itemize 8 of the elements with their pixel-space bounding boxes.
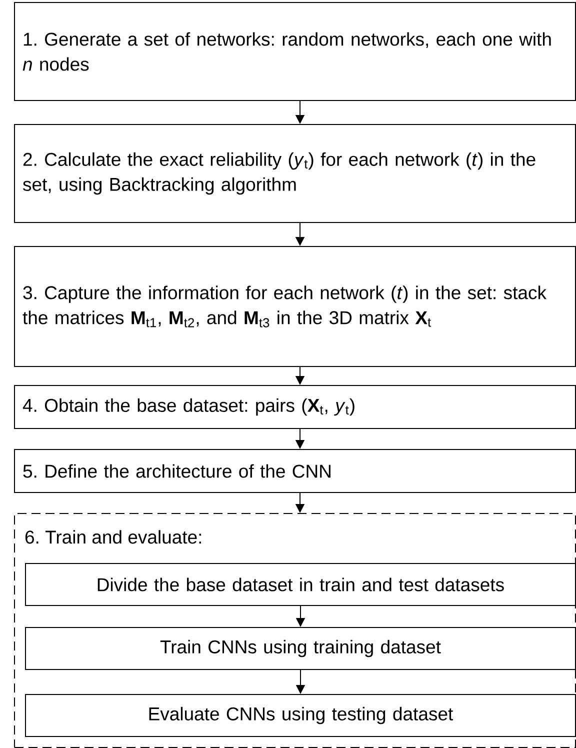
step-box: 4. Obtain the base dataset: pairs (X$_{t}$, y$_{t}$) [14, 385, 576, 429]
step-box: 3. Capture the information for each network (t) in the set: stack the matrices M$_{t1}$, M$_{t2}$, and M$_{t3}$ in the 3D matrix X$_{t}$ [14, 246, 576, 367]
substep-box: Divide the base dataset in train and test datasets [25, 563, 576, 606]
substep-box: Train CNNs using training dataset [25, 627, 576, 670]
step-box: 2. Calculate the exact reliability (y$_{t}$) for each network (t) in the set, using Backtracking algorithm [14, 124, 576, 223]
step-box: 1. Generate a set of networks: random networks, each one with n nodes [14, 2, 576, 101]
step-box: 5. Define the architecture of the CNN [14, 449, 576, 493]
substep-box: Evaluate CNNs using testing dataset [25, 694, 576, 737]
